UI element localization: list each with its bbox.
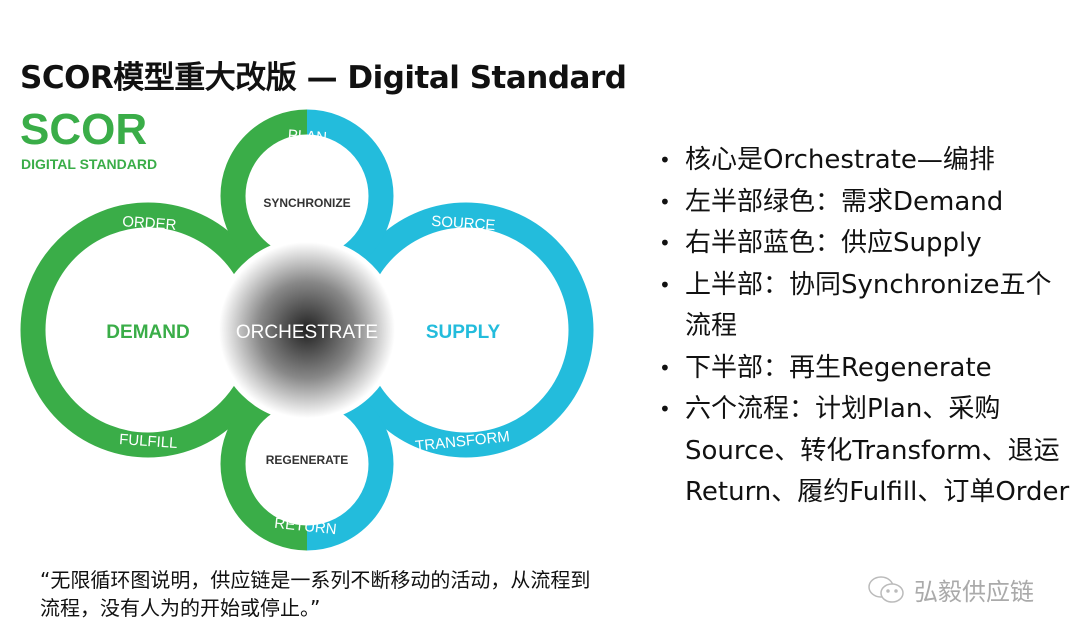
logo-main: SCOR xyxy=(20,105,147,154)
demand-label: DEMAND xyxy=(106,322,189,343)
quote-text: “无限循环图说明，供应链是一系列不断移动的活动，从流程到流程，没有人为的开始或停… xyxy=(40,568,591,620)
page-title: SCOR模型重大改版 — Digital Standard xyxy=(20,60,627,96)
process-source: SOURCE xyxy=(431,213,496,234)
regenerate-label: REGENERATE xyxy=(266,453,348,467)
bullet-item: 六个流程：计划Plan、采购Source、转化Transform、退运Retur… xyxy=(655,389,1075,514)
scor-infinity-diagram: SCOR DIGITAL STANDARD ORCHESTRATE DEMAND… xyxy=(20,105,594,551)
process-order: ORDER xyxy=(122,213,177,234)
wechat-icon xyxy=(868,575,904,603)
process-fulfill: FULFILL xyxy=(119,431,178,452)
process-plan: PLAN xyxy=(287,127,327,147)
watermark-text: 弘毅供应链 xyxy=(914,578,1034,606)
center-label: ORCHESTRATE xyxy=(236,322,378,343)
bullet-item: 下半部：再生Regenerate xyxy=(655,348,1075,390)
logo: SCOR DIGITAL STANDARD xyxy=(20,105,157,172)
orchestrate-core xyxy=(219,242,395,418)
bullet-list: 核心是Orchestrate—编排 左半部绿色：需求Demand 右半部蓝色：供… xyxy=(655,140,1075,514)
process-return: RETURN xyxy=(274,515,338,538)
bullet-item: 左半部绿色：需求Demand xyxy=(655,182,1075,224)
bullet-item: 右半部蓝色：供应Supply xyxy=(655,223,1075,265)
watermark: 弘毅供应链 xyxy=(866,572,1034,607)
synchronize-label: SYNCHRONIZE xyxy=(263,196,350,210)
logo-sub: DIGITAL STANDARD xyxy=(21,156,157,172)
bullet-item: 上半部：协同Synchronize五个流程 xyxy=(655,265,1075,348)
supply-label: SUPPLY xyxy=(426,322,501,343)
bullet-item: 核心是Orchestrate—编排 xyxy=(655,140,1075,182)
